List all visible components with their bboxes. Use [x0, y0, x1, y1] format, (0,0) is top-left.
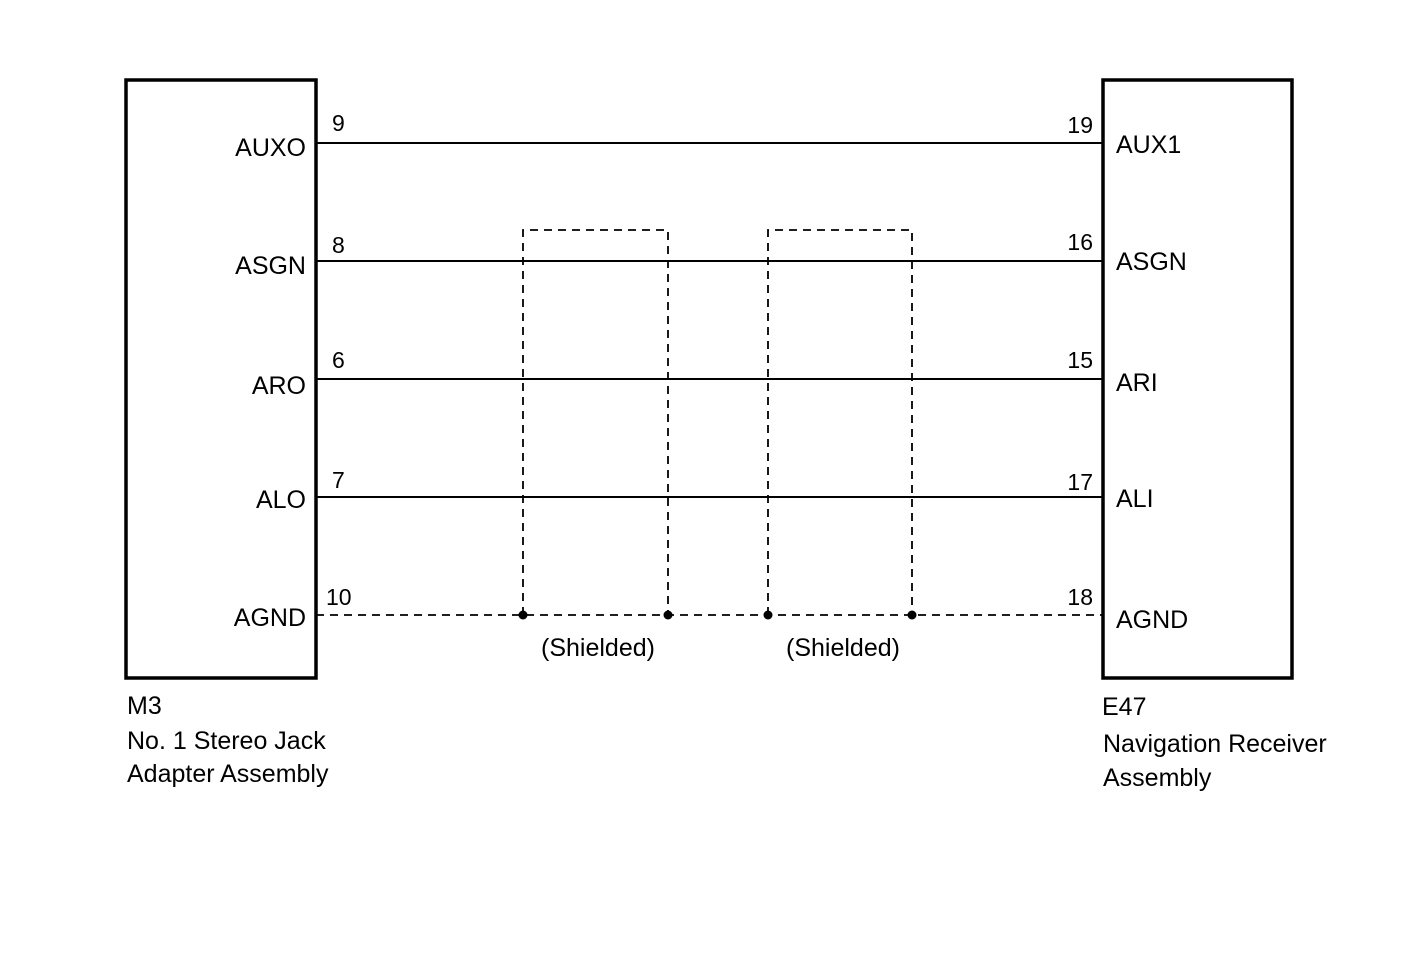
right-component-caption: E47 Navigation Receiver Assembly [1102, 693, 1327, 792]
right-pin-number: 16 [1067, 229, 1093, 255]
shield-junction-dot [907, 610, 917, 620]
left-signal-label: AGND [234, 604, 306, 632]
component-name-line-1: Navigation Receiver [1103, 730, 1327, 758]
right-pin-number: 17 [1067, 469, 1093, 495]
left-pin-number: 10 [326, 584, 352, 610]
right-signal-label: AGND [1116, 606, 1188, 634]
shield-junction-dot [763, 610, 773, 620]
component-name-line-2: Adapter Assembly [127, 760, 329, 788]
shield-1: (Shielded) [518, 229, 673, 662]
shield-label: (Shielded) [541, 634, 655, 662]
left-signal-label: ALO [256, 486, 306, 514]
connection-row-asgn: ASGN 8 16 ASGN [235, 229, 1187, 280]
shield-outline [767, 229, 913, 615]
left-pin-number: 6 [332, 347, 345, 373]
shield-junction-dot [518, 610, 528, 620]
shield-2: (Shielded) [763, 229, 917, 662]
right-signal-label: AUX1 [1116, 131, 1181, 159]
left-signal-label: ASGN [235, 252, 306, 280]
right-signal-label: ALI [1116, 485, 1154, 513]
right-pin-number: 19 [1067, 112, 1093, 138]
connection-row-aro: ARO 6 15 ARI [252, 347, 1158, 400]
component-code: E47 [1102, 693, 1146, 721]
component-code: M3 [127, 692, 162, 720]
right-pin-number: 18 [1067, 584, 1093, 610]
left-pin-number: 8 [332, 232, 345, 258]
connection-row-agnd: AGND 10 18 AGND [234, 584, 1188, 634]
shield-outline [522, 229, 669, 615]
component-name-line-1: No. 1 Stereo Jack [127, 727, 326, 755]
right-pin-number: 15 [1067, 347, 1093, 373]
connection-row-alo: ALO 7 17 ALI [256, 467, 1154, 514]
left-signal-label: ARO [252, 372, 306, 400]
shield-label: (Shielded) [786, 634, 900, 662]
connection-row-auxo: AUXO 9 19 AUX1 [235, 110, 1181, 162]
left-signal-label: AUXO [235, 134, 306, 162]
right-signal-label: ASGN [1116, 248, 1187, 276]
shield-junction-dot [663, 610, 673, 620]
left-pin-number: 7 [332, 467, 345, 493]
component-name-line-2: Assembly [1103, 764, 1212, 792]
left-pin-number: 9 [332, 110, 345, 136]
left-component-caption: M3 No. 1 Stereo Jack Adapter Assembly [127, 692, 329, 788]
right-signal-label: ARI [1116, 369, 1158, 397]
